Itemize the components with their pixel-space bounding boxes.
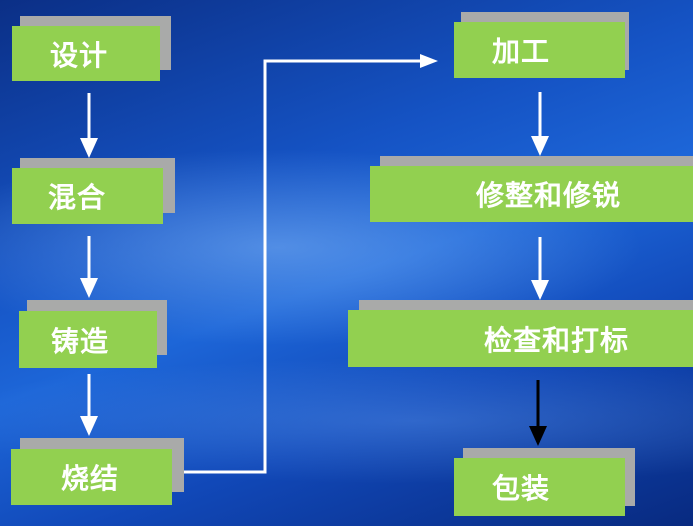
arrow-inspection-to-packaging (529, 380, 547, 446)
step-mixing-label: 混合 (12, 168, 163, 224)
step-design-label: 设计 (12, 26, 160, 81)
arrow-sintering-to-machining (176, 54, 438, 474)
arrow-design-to-mixing (80, 93, 98, 158)
step-molding-label: 铸造 (19, 311, 157, 368)
step-dressing-label: 修整和修锐 (370, 166, 693, 222)
step-sintering-label: 烧结 (11, 449, 172, 505)
step-machining-label: 加工 (454, 22, 625, 78)
step-inspection-label: 检查和打标 (348, 310, 693, 367)
arrow-dressing-to-inspection (531, 237, 549, 300)
arrow-molding-to-sintering (80, 374, 98, 436)
arrow-mixing-to-molding (80, 236, 98, 298)
arrow-machining-to-dressing (531, 92, 549, 156)
step-packaging-label: 包装 (454, 458, 625, 516)
